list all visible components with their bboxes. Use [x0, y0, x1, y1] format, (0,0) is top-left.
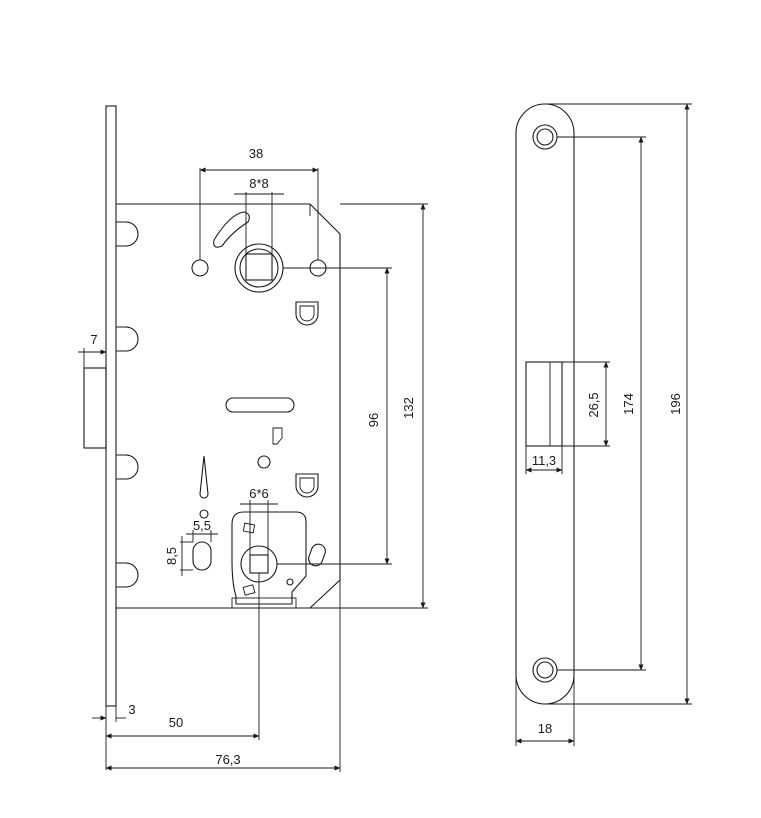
dim-latch-width: 11,3 — [532, 453, 556, 468]
side-dimension-lines — [515, 103, 692, 746]
dim-slot-height: 8,5 — [164, 547, 179, 565]
front-dimension-labels: 38 8*8 7 3 50 76,3 5,5 8,5 6*6 96 132 — [90, 146, 416, 767]
side-dimension-labels: 26,5 11,3 174 196 18 — [532, 392, 683, 736]
dim-backset: 50 — [169, 715, 183, 730]
dim-slot-width: 5,5 — [193, 518, 211, 533]
dim-latch-height: 26,5 — [586, 392, 601, 417]
faceplate-screws — [116, 221, 139, 588]
bolt-square — [249, 554, 269, 574]
latch-opening — [525, 361, 563, 447]
front-view — [83, 105, 341, 707]
pin-slot — [199, 455, 209, 499]
dim-center-distance: 96 — [366, 413, 381, 427]
spindle-square — [245, 253, 273, 281]
dim-faceplate-thickness: 7 — [90, 332, 97, 347]
dim-screw-spacing: 174 — [621, 393, 636, 415]
horizontal-slot — [225, 397, 295, 413]
strike-plate — [515, 103, 575, 705]
lower-left-slot — [192, 541, 212, 571]
dim-spindle-spacing: 38 — [249, 146, 263, 161]
spindle-hub-inner — [239, 248, 279, 288]
side-view — [515, 103, 575, 705]
spindle-hub-outer — [234, 243, 284, 293]
front-dimension-lines — [78, 167, 428, 772]
dim-bolt-square: 6*6 — [249, 486, 269, 501]
upper-d-slot — [295, 301, 319, 326]
faceplate — [105, 105, 117, 707]
kidney-slot — [213, 211, 250, 248]
bolt-bracket — [231, 511, 307, 605]
lower-right-oval — [308, 543, 326, 567]
bottom-plate — [231, 597, 297, 609]
dim-backset-offset: 3 — [128, 702, 135, 717]
lower-d-slot — [295, 473, 319, 498]
dim-body-width: 76,3 — [215, 752, 240, 767]
latch-bolt — [83, 367, 107, 449]
dim-body-height: 132 — [401, 397, 416, 419]
dim-plate-width: 18 — [538, 721, 552, 736]
dim-plate-height: 196 — [668, 393, 683, 415]
dim-spindle-square: 8*8 — [249, 176, 269, 191]
upper-left-hole — [191, 259, 209, 277]
top-screw-hole-inner — [536, 128, 554, 146]
bottom-screw-hole-inner — [536, 661, 554, 679]
